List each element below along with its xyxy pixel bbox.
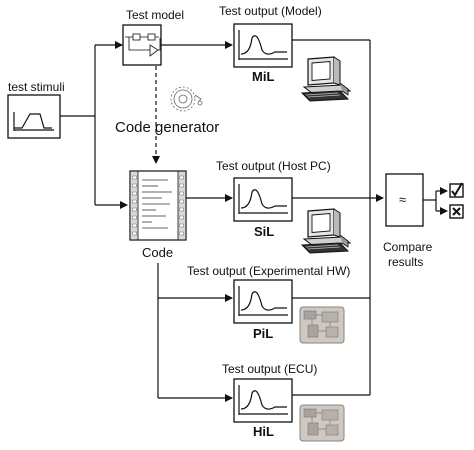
output-box-hil xyxy=(233,378,293,423)
test-model-block xyxy=(122,24,162,66)
output-tag-mil: MiL xyxy=(252,69,275,84)
computer-icon xyxy=(300,208,352,254)
output-tag-sil: SiL xyxy=(254,224,275,239)
computer-icon xyxy=(300,56,352,102)
compare-label-line1: Compare xyxy=(383,240,433,254)
code-generator-label: Code generator xyxy=(115,119,220,136)
compare-result-arrows xyxy=(423,187,448,215)
stimuli-connectors xyxy=(60,41,128,209)
circuit-board-icon xyxy=(299,404,345,442)
code-label: Code xyxy=(142,245,174,260)
test-stimuli-box xyxy=(7,94,61,139)
output-tag-pil: PiL xyxy=(253,326,274,341)
output-box-pil xyxy=(233,279,293,324)
output-title-hil: Test output (ECU) xyxy=(222,362,318,376)
code-document xyxy=(129,170,187,241)
compare-symbol: ≈ xyxy=(399,192,407,207)
checkbox-fail-icon xyxy=(449,204,464,219)
output-box-sil xyxy=(233,177,293,222)
circuit-board-icon xyxy=(299,306,345,344)
output-connectors xyxy=(292,39,384,396)
output-title-mil: Test output (Model) xyxy=(219,4,322,18)
code-connectors xyxy=(157,263,233,402)
output-box-mil xyxy=(233,23,293,68)
gear-icon xyxy=(170,86,203,112)
checkbox-pass-icon xyxy=(449,182,464,198)
output-tag-hil: HiL xyxy=(253,424,274,439)
test-stimuli-label: test stimuli xyxy=(8,80,65,94)
output-title-pil: Test output (Experimental HW) xyxy=(187,264,351,278)
output-title-sil: Test output (Host PC) xyxy=(216,159,331,173)
compare-label-line2: results xyxy=(388,255,424,269)
test-model-label: Test model xyxy=(126,8,185,22)
